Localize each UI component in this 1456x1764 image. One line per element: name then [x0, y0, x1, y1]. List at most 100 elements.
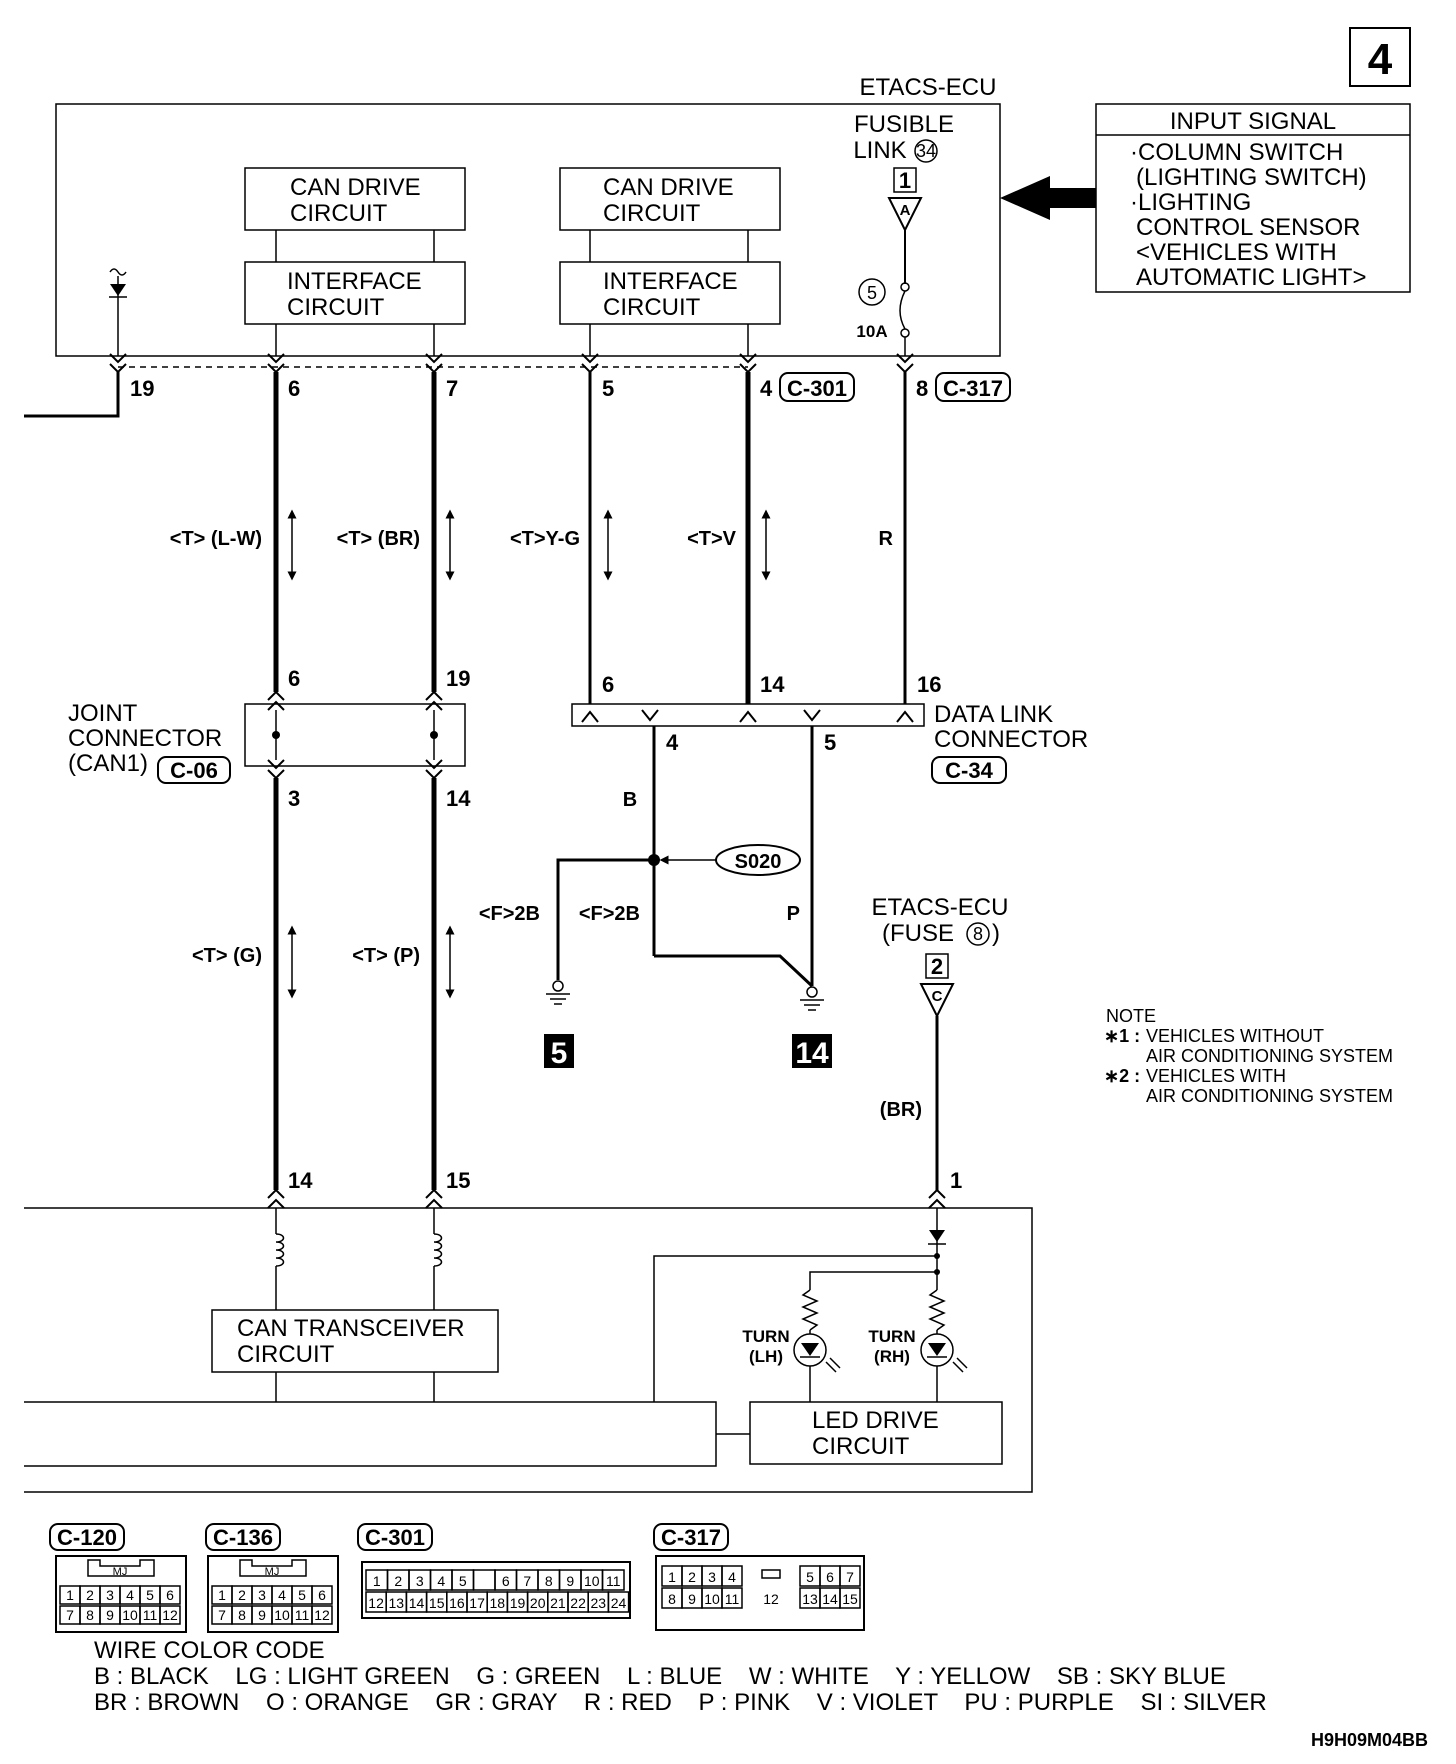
svg-text:CIRCUIT: CIRCUIT [237, 1341, 335, 1368]
input-signal-line6: AUTOMATIC LIGHT> [1136, 264, 1366, 291]
ground-number-5: 5 [551, 1037, 568, 1070]
turn-rh-label-1: TURN [868, 1327, 915, 1346]
connector-c06: C-06 [170, 758, 218, 783]
wire-label-yg: <T>Y-G [510, 528, 580, 550]
connector-pin-number: 3 [258, 1587, 266, 1603]
connector-pin-number: 3 [708, 1569, 716, 1585]
splice-s020: S020 [735, 851, 782, 873]
connector-c317: C-317 [943, 376, 1003, 401]
combination-meter-box [24, 1207, 1033, 1493]
note-marker-1: ∗1 : [1104, 1026, 1140, 1046]
connector-pin-number: 11 [143, 1607, 158, 1623]
connector-pin-number: 10 [122, 1607, 138, 1623]
connector-pin-number: 13 [389, 1595, 405, 1611]
fusible-link-pin: 1 [899, 168, 911, 193]
wire-label-p2: P [787, 903, 800, 925]
svg-text:CIRCUIT: CIRCUIT [290, 200, 388, 227]
wire-label-lw: <T> (L-W) [170, 528, 262, 550]
can-drive-circuit-left: CAN DRIVE CIRCUIT [244, 167, 466, 231]
connector-pin-number: 11 [725, 1591, 740, 1607]
diagram-id: H9H09M04BB [1311, 1730, 1428, 1750]
connector-cavity [311, 1585, 333, 1605]
meter-pin-15: 15 [446, 1168, 470, 1193]
fuse-rating: 10A [856, 322, 887, 341]
connector-pin-number: 10 [274, 1607, 290, 1623]
page-number-box [1349, 27, 1411, 87]
connector-pin-number: 22 [570, 1595, 586, 1611]
connector-pin-number: 16 [449, 1595, 465, 1611]
note-line2: VEHICLES WITH [1146, 1066, 1286, 1086]
svg-text:CIRCUIT: CIRCUIT [603, 294, 701, 321]
joint-pin-top-left: 6 [288, 666, 300, 691]
connector-pin-number: 6 [166, 1587, 174, 1603]
turn-rh-led-icon [920, 1330, 968, 1402]
connector-pin-number: 5 [146, 1587, 154, 1603]
connector-c301: C-301 [787, 376, 847, 401]
connector-pin-number: 21 [550, 1595, 566, 1611]
connector-pin-number: 7 [846, 1569, 854, 1585]
etacs-pin-6: 6 [288, 376, 300, 401]
data-link-connector-box [571, 703, 925, 727]
connector-pin-number: 7 [523, 1573, 531, 1589]
note-line2b: AIR CONDITIONING SYSTEM [1146, 1086, 1393, 1106]
wire-color-code-row1: B : BLACK LG : LIGHT GREEN G : GREEN L :… [94, 1663, 1226, 1690]
wire-label-br2: (BR) [880, 1099, 922, 1121]
connector-pin-number: 8 [668, 1591, 676, 1607]
turn-rh-label-2: (RH) [874, 1347, 910, 1366]
connector-pin-number: 3 [106, 1587, 114, 1603]
connector-pin-number: 3 [416, 1573, 424, 1589]
fusible-link-ref: 34 [916, 141, 936, 161]
connector-pin-number: 2 [86, 1587, 94, 1603]
etacs-pin-5: 5 [602, 376, 614, 401]
connector-pin-number: 18 [490, 1595, 506, 1611]
connector-pin-number: 11 [295, 1607, 310, 1623]
note-line1b: AIR CONDITIONING SYSTEM [1146, 1046, 1393, 1066]
connector-face-c317: C-317 [661, 1525, 721, 1550]
joint-connector-line1: JOINT [68, 700, 138, 727]
svg-text:INTERFACE: INTERFACE [603, 268, 738, 295]
connector-pin-number: 12 [314, 1607, 330, 1623]
connector-pin-number: 8 [86, 1607, 94, 1623]
fusible-link-conn: A [900, 202, 911, 219]
turn-lh-label-1: TURN [742, 1327, 789, 1346]
interface-circuit-right: INTERFACE CIRCUIT [559, 261, 781, 325]
dlc-line2: CONNECTOR [934, 726, 1088, 753]
connector-pin-number: 1 [668, 1569, 676, 1585]
connector-pin-number: 5 [298, 1587, 306, 1603]
joint-pin-top-right: 19 [446, 666, 470, 691]
connector-lock [761, 1569, 781, 1579]
etacs-pin-19: 19 [130, 376, 154, 401]
etacs-pin-4: 4 [760, 376, 773, 401]
connector-pin-number: 1 [373, 1573, 381, 1589]
meter-pin-1: 1 [950, 1168, 962, 1193]
connector-cavity [159, 1585, 181, 1605]
connector-pin-number: 10 [584, 1573, 600, 1589]
joint-connector-line2: CONNECTOR [68, 725, 222, 752]
svg-text:LED DRIVE: LED DRIVE [812, 1407, 939, 1434]
input-signal-line1: ·COLUMN SWITCH [1130, 139, 1343, 166]
connector-pin-number: 1 [66, 1587, 74, 1603]
connector-pin-number: 4 [437, 1573, 445, 1589]
connector-pin-number: 9 [258, 1607, 266, 1623]
wire-label-p: <T> (P) [352, 945, 420, 967]
connector-pin-number: 7 [66, 1607, 74, 1623]
joint-connector-line3: (CAN1) [68, 750, 148, 777]
joint-connector-box [244, 703, 466, 767]
connector-pin-number: 10 [704, 1591, 720, 1607]
connector-pin-number: 7 [218, 1607, 226, 1623]
connector-cavity [839, 1565, 861, 1587]
note-line1: VEHICLES WITHOUT [1146, 1026, 1324, 1046]
connector-pin-number: 23 [591, 1595, 607, 1611]
connector-pin-number: 6 [826, 1569, 834, 1585]
wire-label-f2b-2: <F>2B [579, 903, 640, 925]
connector-pin-number: 15 [842, 1591, 858, 1607]
connector-pin-number: 5 [806, 1569, 814, 1585]
wire-color-code-title: WIRE COLOR CODE [94, 1637, 325, 1664]
dlc-pin-16: 16 [917, 672, 941, 697]
dlc-pin-4: 4 [666, 730, 679, 755]
connector-pin-number: 14 [409, 1595, 425, 1611]
etacs-fuse-conn: C [932, 988, 943, 1005]
wire-label-r: R [879, 528, 894, 550]
ground-icon-5 [546, 980, 570, 1005]
